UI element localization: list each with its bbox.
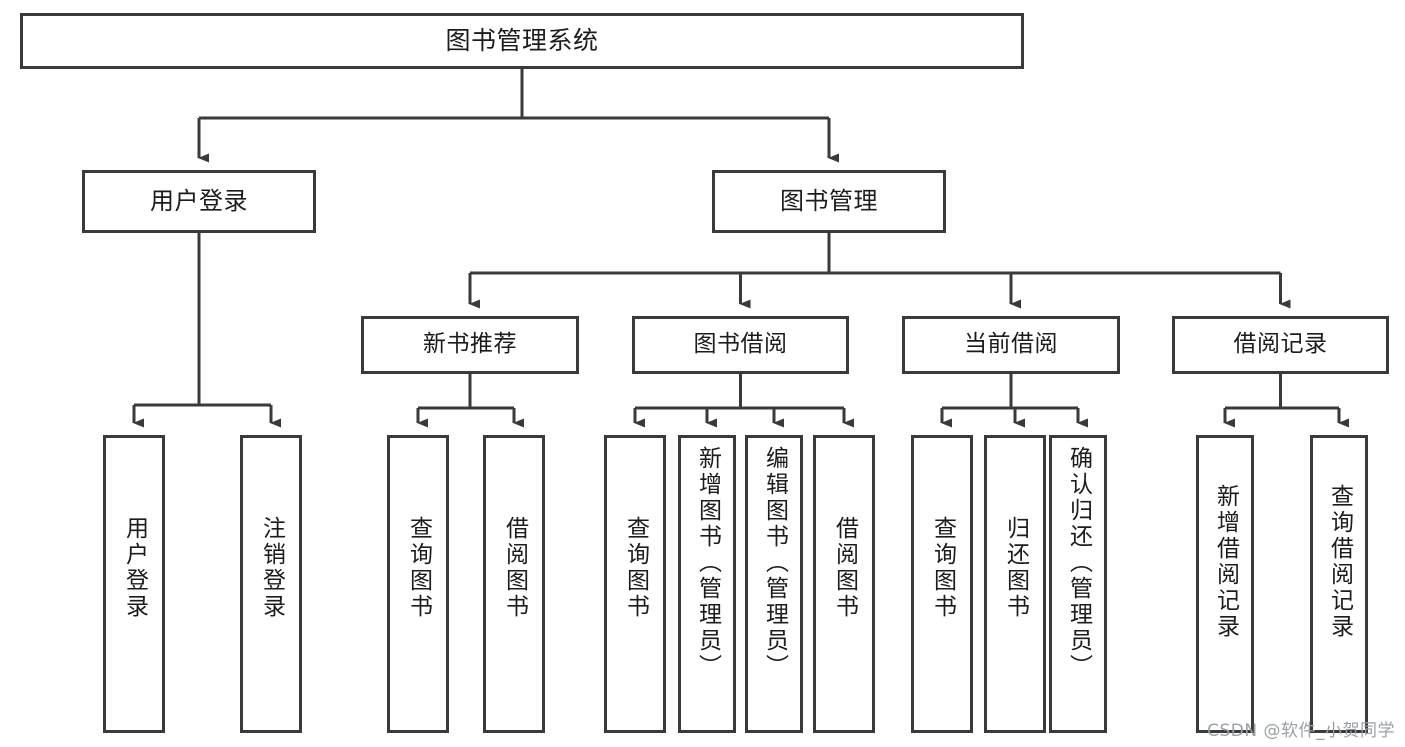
node-label: 用户登录 [150, 187, 248, 216]
node-label: 新书推荐 [423, 331, 517, 358]
node-label: 编辑图书（管理员） [761, 446, 788, 680]
node-book-borrow[interactable]: 图书借阅 [632, 316, 849, 374]
node-leaf-logout-login[interactable]: 注销登录 [240, 435, 302, 733]
node-root[interactable]: 图书管理系统 [20, 13, 1024, 69]
node-label: 用户登录 [121, 516, 148, 620]
node-leaf-borrow-book-2[interactable]: 借阅图书 [813, 435, 875, 733]
node-label: 查询图书 [622, 516, 649, 620]
node-label: 借阅记录 [1233, 331, 1328, 358]
node-current-borrow[interactable]: 当前借阅 [902, 316, 1120, 374]
node-user-login[interactable]: 用户登录 [82, 170, 316, 233]
node-leaf-query-book-2[interactable]: 查询图书 [604, 435, 666, 733]
node-leaf-user-login[interactable]: 用户登录 [103, 435, 165, 733]
node-label: 新增图书（管理员） [694, 446, 721, 680]
node-label: 注销登录 [258, 516, 285, 620]
node-leaf-query-book-3[interactable]: 查询图书 [911, 435, 973, 733]
node-label: 图书借阅 [693, 331, 788, 358]
node-label: 查询借阅记录 [1326, 484, 1353, 640]
node-label: 当前借阅 [964, 331, 1058, 358]
node-borrow-record[interactable]: 借阅记录 [1172, 316, 1389, 374]
node-label: 图书管理 [780, 187, 878, 216]
node-leaf-query-borrow-record[interactable]: 查询借阅记录 [1310, 435, 1368, 733]
node-leaf-edit-book-admin[interactable]: 编辑图书（管理员） [745, 435, 803, 733]
node-leaf-query-book-1[interactable]: 查询图书 [387, 435, 449, 733]
node-leaf-add-borrow-record[interactable]: 新增借阅记录 [1196, 435, 1254, 733]
node-new-book-recommend[interactable]: 新书推荐 [361, 316, 579, 374]
node-label: 借阅图书 [831, 516, 858, 620]
node-label: 确认归还（管理员） [1065, 446, 1092, 680]
node-book-manage[interactable]: 图书管理 [712, 170, 946, 233]
node-label: 图书管理系统 [445, 26, 599, 56]
node-label: 新增借阅记录 [1212, 484, 1239, 640]
node-label: 归还图书 [1002, 516, 1029, 620]
node-label: 查询图书 [929, 516, 956, 620]
watermark-text: CSDN @软件_小贺同学 [1207, 721, 1395, 741]
node-leaf-add-book-admin[interactable]: 新增图书（管理员） [678, 435, 736, 733]
node-leaf-return-book[interactable]: 归还图书 [984, 435, 1046, 733]
node-leaf-borrow-book-1[interactable]: 借阅图书 [483, 435, 545, 733]
node-label: 借阅图书 [501, 516, 528, 620]
node-leaf-confirm-return-admin[interactable]: 确认归还（管理员） [1049, 435, 1107, 733]
node-label: 查询图书 [405, 516, 432, 620]
